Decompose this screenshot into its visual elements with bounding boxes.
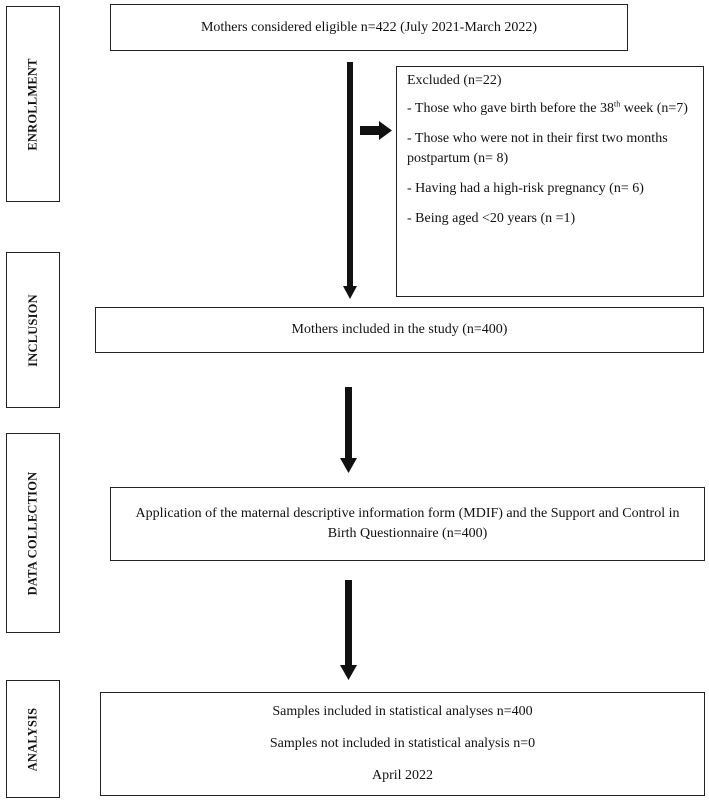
phase-label-inclusion: INCLUSION [6, 252, 60, 408]
arrow-collection-to-analysis [340, 580, 357, 680]
excluded-item-gestation: - Those who gave birth before the 38th w… [407, 99, 688, 116]
excluded-item-postpartum: - Those who were not in their first two … [407, 131, 668, 166]
arrow-included-to-collection [340, 387, 357, 473]
phase-label-analysis: ANALYSIS [6, 680, 60, 798]
phase-label-data-collection: DATA COLLECTION [6, 433, 60, 633]
arrow-eligible-to-included [343, 62, 357, 299]
data-collection-text: Application of the maternal descriptive … [135, 506, 680, 541]
phase-label-enrollment: ENROLLMENT [6, 6, 60, 202]
included-text: Mothers included in the study (n=400) [291, 322, 508, 337]
eligible-text: Mothers considered eligible n=422 (July … [200, 19, 538, 35]
excluded-item-high-risk: - Having had a high-risk pregnancy (n= 6… [407, 181, 644, 196]
arrow-to-excluded [360, 121, 392, 140]
eligible-box: Mothers considered eligible n=422 (July … [110, 4, 628, 51]
excluded-title: Excluded (n=22) [407, 73, 502, 88]
analysis-not-included-text: Samples not included in statistical anal… [269, 736, 536, 751]
analysis-included-text: Samples included in statistical analyses… [272, 704, 533, 719]
excluded-box: Excluded (n=22) - Those who gave birth b… [396, 66, 704, 297]
data-collection-box: Application of the maternal descriptive … [110, 487, 705, 561]
analysis-box: Samples included in statistical analyses… [100, 692, 705, 796]
included-box: Mothers included in the study (n=400) [95, 307, 704, 353]
excluded-item-age: - Being aged <20 years (n =1) [407, 211, 576, 226]
analysis-date-text: April 2022 [371, 768, 434, 783]
